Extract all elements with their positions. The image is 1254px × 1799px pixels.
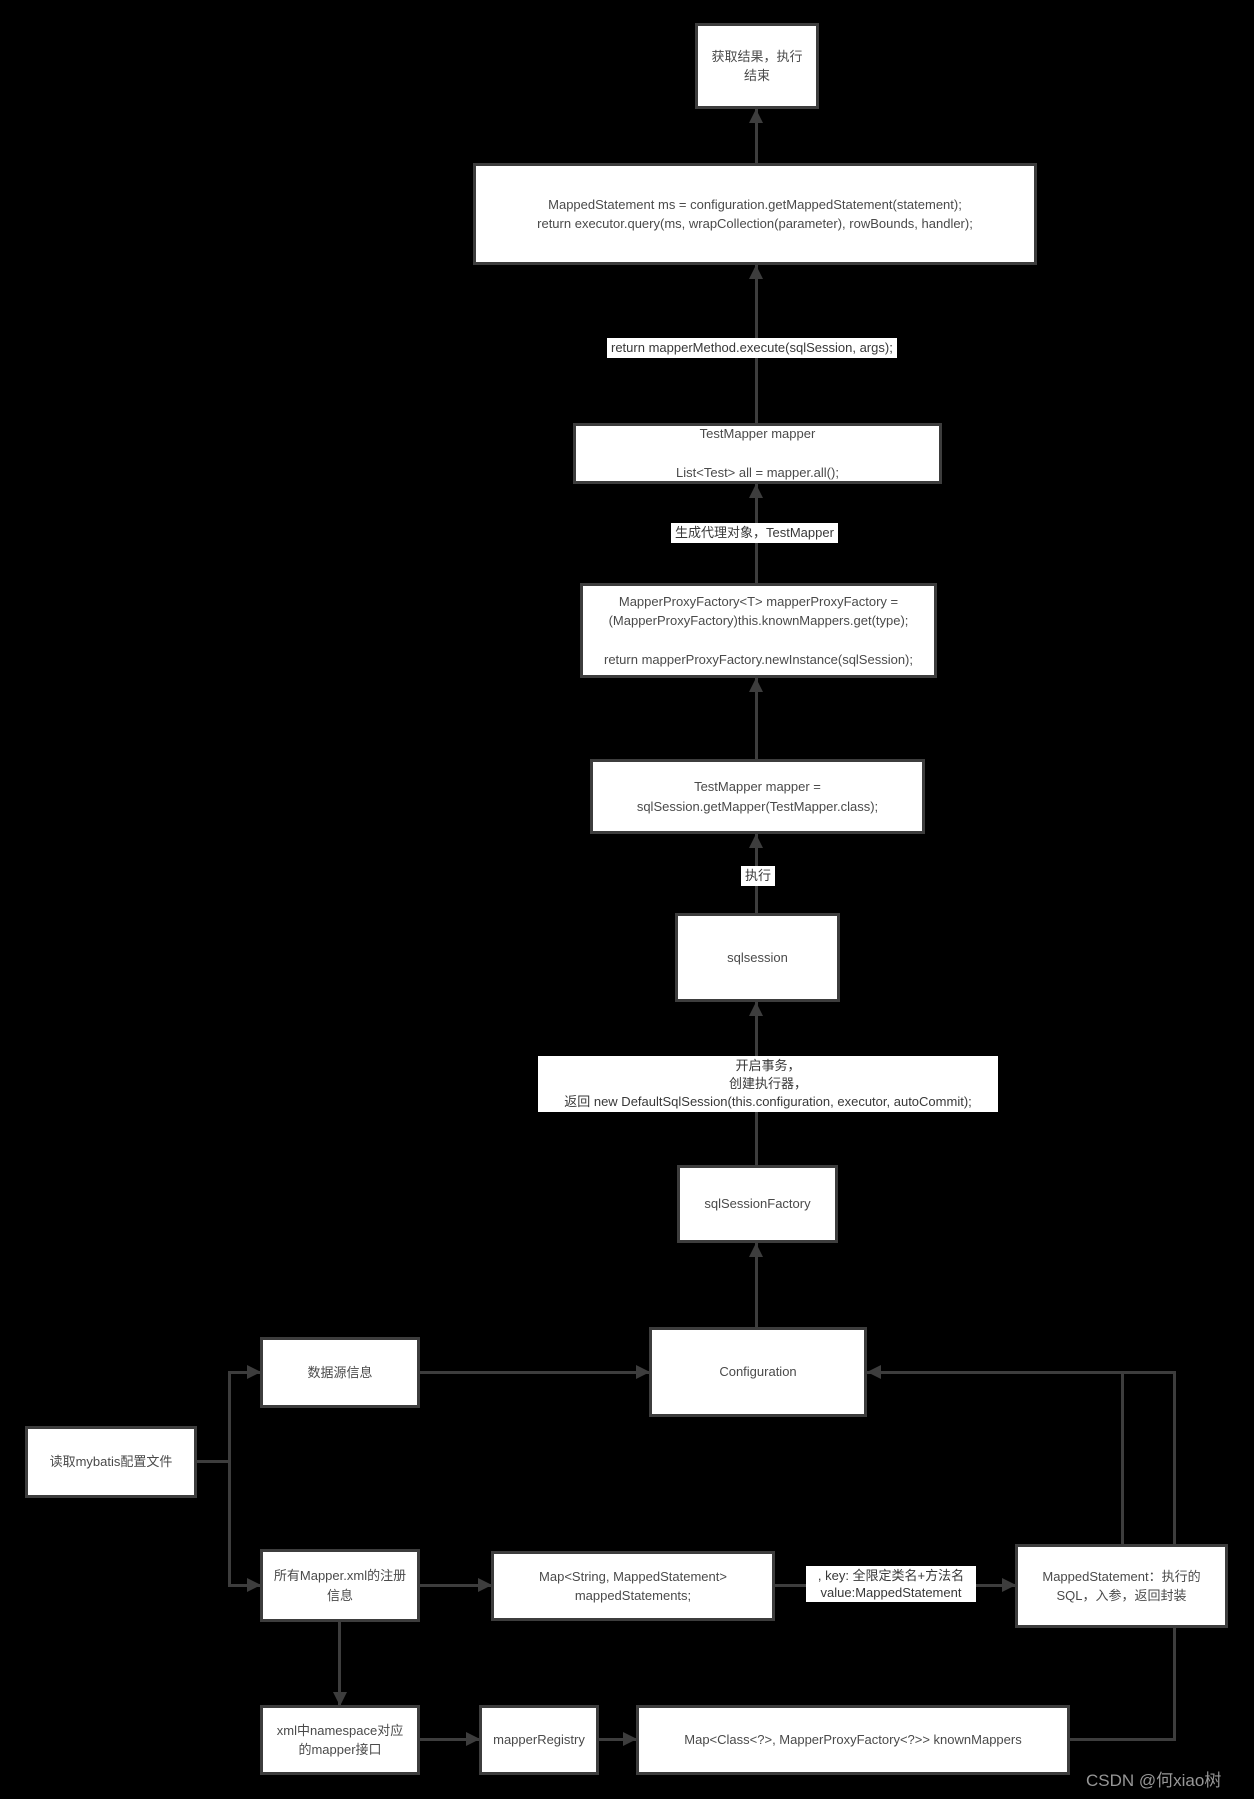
connector-query-to-result [755,109,758,163]
arrowhead-into-getmapper [749,834,763,848]
connector-detail-up [1121,1373,1124,1544]
arrowhead-into-configuration-left [636,1365,650,1379]
connector-readconfig-branch [197,1460,230,1463]
edge-label-execute: 执行 [741,866,776,886]
csdn-watermark: CSDN @何xiao树 [1086,1771,1222,1790]
node-datasource-info: 数据源信息 [260,1337,420,1408]
node-mapper-xml-registry: 所有Mapper.xml的注册 信息 [260,1549,420,1622]
arrowhead-into-mapperregistry [466,1732,480,1746]
connector-knownmappers-right [1070,1738,1176,1741]
arrowhead-into-factory [749,1243,763,1257]
arrowhead-into-datasource [247,1365,261,1379]
connector-mapperregistry-to-knownmappers [599,1738,636,1741]
node-query-statement: MappedStatement ms = configuration.getMa… [473,163,1037,265]
edge-label-open-transaction: 开启事务， 创建执行器， 返回 new DefaultSqlSession(th… [538,1056,998,1112]
node-read-config: 读取mybatis配置文件 [25,1426,197,1498]
arrowhead-into-proxyfactory [749,678,763,692]
edge-label-mappermethod-execute: return mapperMethod.execute(sqlSession, … [607,338,897,358]
edge-label-gen-proxy: 生成代理对象，TestMapper [671,523,838,543]
arrowhead-into-sqlsession [749,1002,763,1016]
connector-branch-to-mapperxml [229,1584,260,1587]
node-get-mapper: TestMapper mapper = sqlSession.getMapper… [590,759,925,834]
connector-mapperxml-to-mappedstatements [420,1584,491,1587]
connector-datasource-to-configuration [420,1371,649,1374]
node-sqlsession: sqlsession [675,913,840,1002]
arrowhead-into-mappedstatements [478,1578,492,1592]
arrowhead-into-configuration-right [867,1365,881,1379]
arrowhead-into-result [749,109,763,123]
connector-branch-to-datasource [229,1371,260,1374]
node-sqlsession-factory: sqlSessionFactory [677,1165,838,1243]
node-get-result: 获取结果，执行 结束 [695,23,819,109]
arrowhead-into-detail [1002,1578,1016,1592]
node-testmapper-call: TestMapper mapper List<Test> all = mappe… [573,423,942,484]
node-mapper-registry: mapperRegistry [479,1705,599,1775]
node-known-mappers-map: Map<Class<?>, MapperProxyFactory<?>> kno… [636,1705,1070,1775]
connector-branch-vertical [228,1371,231,1587]
edge-label-map-key-value: , key: 全限定类名+方法名 value:MappedStatement [806,1566,976,1602]
arrowhead-into-query [749,265,763,279]
connector-right-to-configuration [867,1371,1176,1374]
node-configuration: Configuration [649,1327,867,1417]
node-mapped-statements-map: Map<String, MappedStatement> mappedState… [491,1551,775,1621]
arrowhead-into-testmapper [749,484,763,498]
connector-mapperxml-to-xmlnamespace [338,1622,341,1705]
arrowhead-into-knownmappers [623,1732,637,1746]
connector-getmapper-to-proxyfactory [755,678,758,759]
node-xml-namespace: xml中namespace对应 的mapper接口 [260,1705,420,1775]
node-mapper-proxy-factory: MapperProxyFactory<T> mapperProxyFactory… [580,583,937,678]
connector-xmlnamespace-to-mapperregistry [420,1738,479,1741]
arrowhead-into-mapperxml [247,1578,261,1592]
arrowhead-into-xmlnamespace [333,1692,347,1706]
node-mapped-statement-detail: MappedStatement：执行的 SQL，入参，返回封装 [1015,1544,1228,1628]
connector-configuration-to-factory [755,1243,758,1327]
